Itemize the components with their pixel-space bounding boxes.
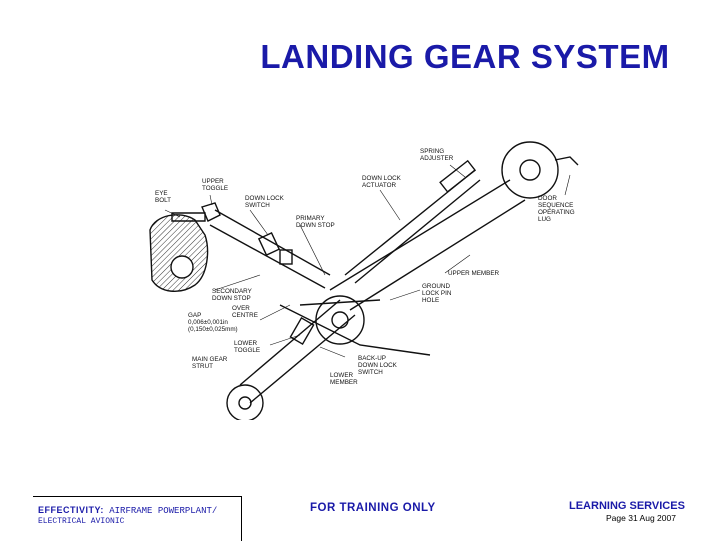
upper-toggle bbox=[201, 202, 221, 222]
upper-member bbox=[329, 179, 526, 311]
centre-joint bbox=[315, 295, 365, 345]
down-lock-switch bbox=[257, 231, 281, 257]
effectivity-box: EFFECTIVITY: AIRFRAME POWERPLANT/ ELECTR… bbox=[33, 496, 242, 541]
label-upper-member: UPPER MEMBER bbox=[448, 270, 500, 277]
main-gear-strut-hatch bbox=[149, 214, 209, 292]
effectivity-line-1: EFFECTIVITY: AIRFRAME POWERPLANT/ bbox=[38, 505, 217, 516]
page-title: LANDING GEAR SYSTEM bbox=[260, 38, 670, 75]
upper-member-end bbox=[501, 141, 559, 199]
effectivity-line-2: ELECTRICAL AVIONIC bbox=[38, 517, 125, 526]
lower-member-end bbox=[226, 384, 264, 420]
training-notice: FOR TRAINING ONLY bbox=[310, 502, 436, 514]
learning-services: LEARNING SERVICES bbox=[569, 500, 685, 512]
back-up-switch bbox=[289, 317, 315, 345]
effectivity-label: EFFECTIVITY: bbox=[38, 505, 104, 515]
lower-member bbox=[239, 299, 356, 404]
strut-pivot bbox=[170, 255, 194, 279]
page-info: Page 31 Aug 2007 bbox=[606, 513, 676, 523]
effectivity-value: AIRFRAME POWERPLANT/ bbox=[109, 506, 218, 516]
eye-bolt bbox=[171, 212, 206, 222]
